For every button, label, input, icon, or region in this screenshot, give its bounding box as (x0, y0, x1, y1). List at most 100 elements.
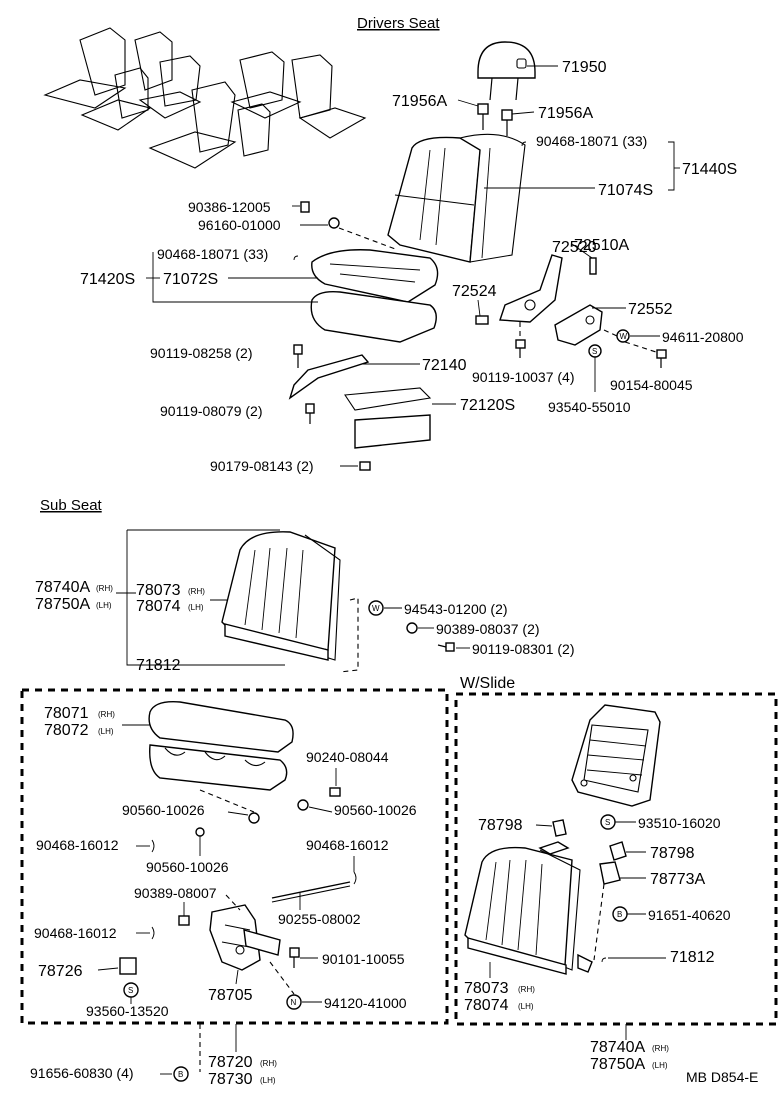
label-78071-rh: 78071 (44, 705, 89, 722)
label-94611-20800: 94611-20800 (662, 329, 744, 345)
label-94543-01200: 94543-01200 (2) (404, 601, 508, 617)
seat-layout-illustration (43, 27, 367, 169)
clip-part (329, 787, 341, 797)
headrest-guide-part (477, 103, 513, 136)
label-78740a-rh-b: 78740A (590, 1039, 645, 1056)
label-90179-08143: 90179-08143 (2) (210, 458, 314, 474)
label-71440s: 71440S (682, 161, 737, 178)
label-90468-16012-c: 90468-16012 (34, 925, 117, 941)
bolt-part (437, 642, 455, 652)
label-90154-80045: 90154-80045 (610, 377, 693, 393)
label-90386-12005: 90386-12005 (188, 199, 271, 215)
symbol-b: B (178, 1070, 183, 1079)
label-90468-18071-mid: 90468-18071 (33) (157, 246, 268, 262)
mark-lh: (LH) (652, 1061, 668, 1070)
clip-part (195, 827, 205, 837)
mark-lh: (LH) (98, 727, 114, 736)
label-78798-b: 78798 (650, 845, 695, 862)
mark-rh: (RH) (518, 985, 535, 994)
label-78730-lh: 78730 (208, 1071, 253, 1088)
mark-lh: (LH) (260, 1076, 276, 1085)
seat-back-part (387, 133, 526, 263)
bolt-part (289, 947, 300, 968)
label-90468-16012-a: 90468-16012 (36, 837, 119, 853)
label-72140: 72140 (422, 357, 467, 374)
label-78074-lh: 78074 (136, 598, 181, 615)
mark-lh: (LH) (188, 603, 204, 612)
label-78726: 78726 (38, 963, 83, 980)
label-71956a-right: 71956A (538, 105, 593, 122)
latch-part (119, 957, 137, 975)
label-78720-rh: 78720 (208, 1054, 253, 1071)
mark-lh: (LH) (96, 601, 112, 610)
mark-rh: (RH) (188, 587, 205, 596)
label-90119-10037: 90119-10037 (4) (472, 369, 574, 385)
section-title-w-slide: W/Slide (460, 675, 515, 692)
bolt-part (656, 349, 667, 368)
recliner-part (475, 254, 603, 346)
mark-rh: (RH) (260, 1059, 277, 1068)
label-91656-60830: 91656-60830 (4) (30, 1065, 134, 1081)
label-96160-01000: 96160-01000 (198, 217, 281, 233)
clip-part (248, 812, 260, 824)
label-90119-08258: 90119-08258 (2) (150, 345, 252, 361)
mark-rh: (RH) (96, 584, 113, 593)
label-90389-08007: 90389-08007 (134, 885, 217, 901)
label-71072s: 71072S (163, 271, 218, 288)
label-78773a: 78773A (650, 871, 705, 888)
label-90119-08079: 90119-08079 (2) (160, 403, 262, 419)
label-71812-b: 71812 (670, 949, 715, 966)
clip-part (297, 799, 309, 811)
symbol-n: N (291, 998, 297, 1007)
label-72510a: 72510A (574, 237, 629, 254)
seat-cushion-part (310, 249, 439, 343)
label-78072-lh: 78072 (44, 722, 89, 739)
label-78798-a: 78798 (478, 817, 523, 834)
label-78750a-lh-b: 78750A (590, 1056, 645, 1073)
label-90468-16012-b: 90468-16012 (306, 837, 389, 853)
symbol-b: B (617, 910, 622, 919)
bolt-part (300, 201, 340, 229)
label-90255-08002: 90255-08002 (278, 911, 361, 927)
label-78073-rh-b: 78073 (464, 980, 509, 997)
mark-rh: (RH) (652, 1044, 669, 1053)
hinge-part (599, 861, 621, 885)
label-78750a-lh: 78750A (35, 596, 90, 613)
label-71956a-left: 71956A (392, 93, 447, 110)
diagram-code: MB D854-E (686, 1069, 758, 1085)
w-slide-group-box (454, 692, 778, 1026)
bracket-part (552, 819, 567, 837)
label-91651-40620: 91651-40620 (648, 907, 731, 923)
bolt-part (515, 339, 526, 358)
label-90119-08301: 90119-08301 (2) (472, 641, 574, 657)
symbol-s: S (592, 347, 597, 356)
cable-part (271, 881, 351, 899)
label-90560-10026-b: 90560-10026 (334, 802, 417, 818)
label-78740a-rh: 78740A (35, 579, 90, 596)
seat-hinge-part (209, 904, 281, 971)
seat-rail-part (288, 344, 432, 471)
label-94120-41000: 94120-41000 (324, 995, 407, 1011)
symbol-s: S (128, 986, 133, 995)
sub-seat-cushion-group-box (20, 688, 449, 1025)
label-72552: 72552 (628, 301, 673, 318)
headrest-part (477, 41, 536, 101)
label-72524: 72524 (452, 283, 497, 300)
symbol-s: S (605, 818, 610, 827)
w-slide-seat-back-part (464, 846, 593, 975)
sub-seat-cushion-part (148, 701, 294, 791)
label-78073-rh: 78073 (136, 582, 181, 599)
label-93510-16020: 93510-16020 (638, 815, 721, 831)
label-72120s: 72120S (460, 397, 515, 414)
label-93540-55010: 93540-55010 (548, 399, 631, 415)
label-90101-10055: 90101-10055 (322, 951, 405, 967)
symbol-w: W (620, 332, 628, 341)
label-71074s: 71074S (598, 182, 653, 199)
symbol-w: W (372, 604, 380, 613)
label-72520: 72520 (552, 239, 597, 256)
bracket-part (538, 841, 570, 855)
seat-back-frame-part (571, 704, 661, 807)
label-90560-10026-a: 90560-10026 (122, 802, 205, 818)
